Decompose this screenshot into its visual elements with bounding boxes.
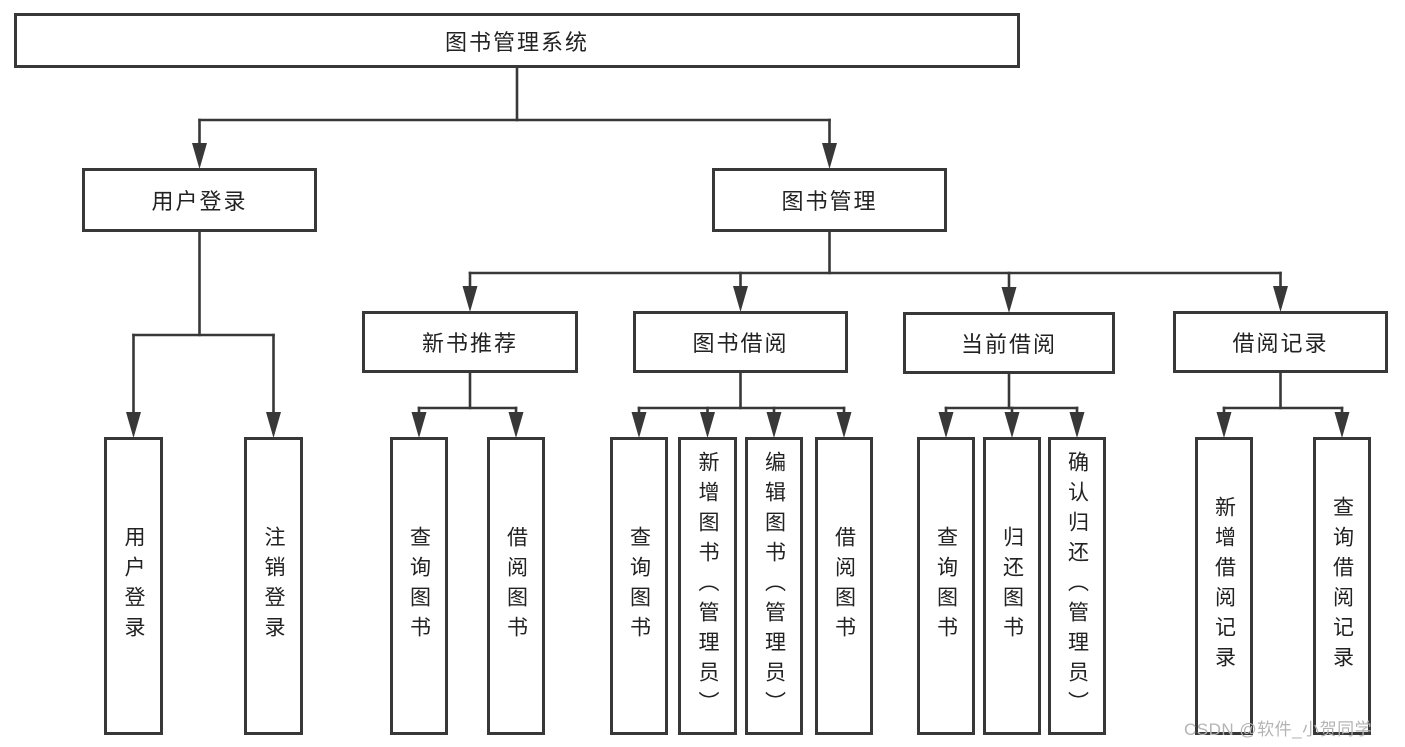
node-leaf-borrow-books-2-label: 借阅图书 [832, 526, 856, 646]
arrowhead-icon [1216, 412, 1232, 438]
arrowhead-icon [266, 412, 281, 438]
node-leaf-user-login-label: 用户登录 [122, 526, 145, 646]
node-leaf-return-books: 归还图书 [983, 437, 1041, 735]
node-leaf-confirm-return: 确认归还（管理员） [1048, 437, 1106, 735]
node-borrowing-records-label: 借阅记录 [1232, 331, 1329, 356]
node-new-book-rec-label: 新书推荐 [421, 331, 518, 356]
node-borrowing-records: 借阅记录 [1173, 311, 1388, 373]
node-user-login: 用户登录 [82, 168, 317, 232]
node-leaf-user-login: 用户登录 [104, 437, 163, 735]
arrowhead-icon [1334, 412, 1350, 438]
arrowhead-icon [836, 412, 852, 438]
arrowhead-icon [462, 286, 478, 312]
node-root: 图书管理系统 [14, 13, 1020, 68]
node-book-borrowing-label: 图书借阅 [692, 331, 789, 356]
arrowhead-icon [1069, 412, 1085, 438]
node-leaf-edit-books-label: 编辑图书（管理员） [762, 451, 786, 721]
node-user-login-label: 用户登录 [151, 189, 248, 214]
node-leaf-logout-label: 注销登录 [262, 526, 285, 646]
node-leaf-query-books-1-label: 查询图书 [407, 526, 431, 646]
node-leaf-confirm-return-label: 确认归还（管理员） [1065, 451, 1089, 721]
arrowhead-icon [631, 412, 647, 438]
node-root-label: 图书管理系统 [444, 29, 589, 55]
node-leaf-borrow-books-2: 借阅图书 [815, 437, 873, 735]
arrowhead-icon [411, 412, 427, 438]
node-leaf-add-books-label: 新增图书（管理员） [696, 451, 719, 721]
node-leaf-query-books-1: 查询图书 [390, 437, 448, 735]
arrowhead-icon [822, 143, 837, 169]
node-leaf-borrow-books-1: 借阅图书 [487, 437, 545, 735]
arrowhead-icon [192, 143, 207, 169]
arrowhead-icon [1001, 287, 1017, 313]
node-leaf-query-books-3-label: 查询图书 [934, 526, 958, 646]
node-leaf-edit-books: 编辑图书（管理员） [745, 437, 803, 735]
node-leaf-borrow-books-1-label: 借阅图书 [504, 526, 528, 646]
node-current-borrowing-label: 当前借阅 [960, 332, 1057, 357]
arrowhead-icon [1004, 412, 1020, 438]
arrowhead-icon [733, 286, 748, 312]
node-leaf-add-books: 新增图书（管理员） [678, 437, 737, 735]
arrowhead-icon [126, 412, 141, 438]
node-leaf-add-borrow-record-label: 新增借阅记录 [1212, 496, 1236, 676]
arrowhead-icon [700, 412, 715, 438]
node-leaf-query-books-3: 查询图书 [917, 437, 975, 735]
node-current-borrowing: 当前借阅 [903, 312, 1115, 374]
node-book-mgmt-label: 图书管理 [781, 189, 878, 214]
arrowhead-icon [1273, 286, 1288, 312]
arrowhead-icon [508, 412, 524, 438]
arrowhead-icon [938, 412, 954, 438]
node-leaf-query-books-2-label: 查询图书 [627, 526, 651, 646]
node-leaf-query-borrow-record-label: 查询借阅记录 [1330, 496, 1354, 676]
arrowhead-icon [766, 412, 782, 438]
node-leaf-return-books-label: 归还图书 [1000, 526, 1024, 646]
node-book-borrowing: 图书借阅 [633, 311, 848, 373]
node-leaf-query-borrow-record: 查询借阅记录 [1313, 437, 1371, 735]
node-book-mgmt: 图书管理 [712, 168, 947, 232]
node-leaf-logout: 注销登录 [244, 437, 303, 735]
node-new-book-rec: 新书推荐 [362, 311, 578, 373]
node-leaf-add-borrow-record: 新增借阅记录 [1195, 437, 1253, 735]
node-leaf-query-books-2: 查询图书 [610, 437, 668, 735]
watermark: CSDN @软件_小贺同学 [1184, 720, 1373, 739]
